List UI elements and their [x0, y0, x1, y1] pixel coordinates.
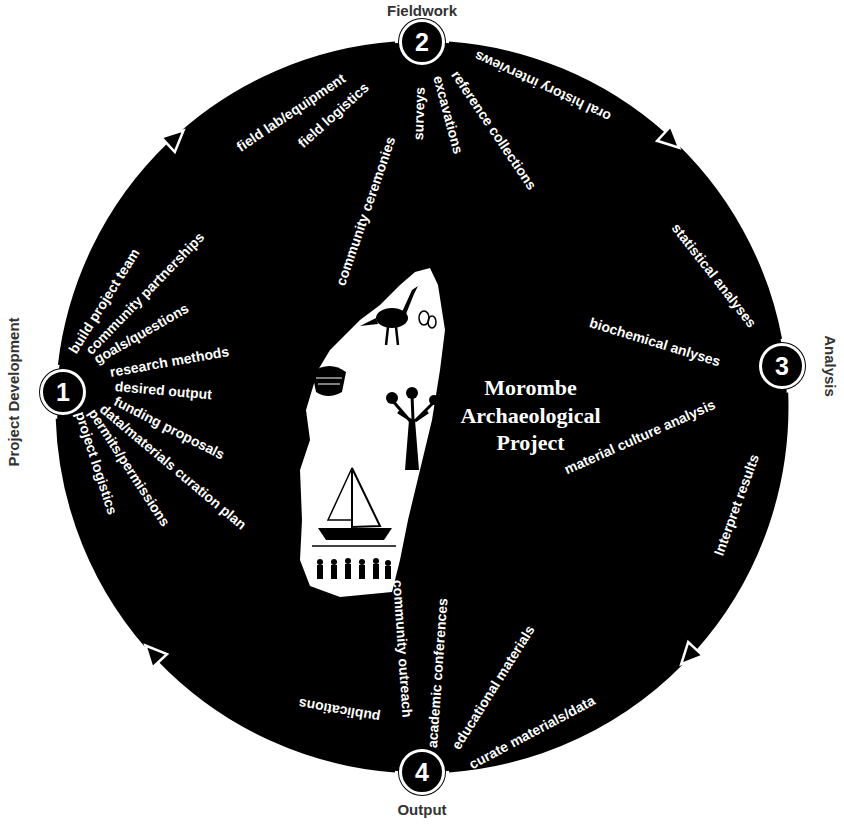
- stage-heading: Analysis: [821, 335, 839, 397]
- madagascar-map: [300, 268, 445, 597]
- stage-circle: 1Project Development: [40, 369, 86, 415]
- activity-label: surveys: [409, 87, 429, 141]
- stage-number: 2: [402, 22, 442, 62]
- arrow-head: [681, 642, 703, 664]
- cycle-arc: [59, 43, 395, 365]
- project-title: Morombe Archaeological Project: [443, 374, 618, 457]
- stage-heading: Fieldwork: [387, 2, 457, 20]
- stage-number: 4: [402, 752, 442, 792]
- arrow-head: [145, 646, 167, 668]
- cycle-disc: [57, 42, 787, 772]
- stage-heading: Output: [397, 801, 446, 819]
- stage-circle: 3Analysis: [759, 343, 805, 389]
- stage-circle: 2Fieldwork: [399, 19, 445, 65]
- arrow-head: [161, 130, 183, 152]
- stage-circle: 4Output: [399, 749, 445, 795]
- arrow-head: [657, 126, 679, 148]
- cycle-arc: [449, 43, 781, 339]
- stage-number: 3: [762, 346, 802, 386]
- cycle-arrow: [59, 43, 395, 365]
- stage-number: 1: [43, 372, 83, 412]
- stage-heading: Project Development: [5, 317, 23, 466]
- cycle-arrow: [449, 43, 781, 339]
